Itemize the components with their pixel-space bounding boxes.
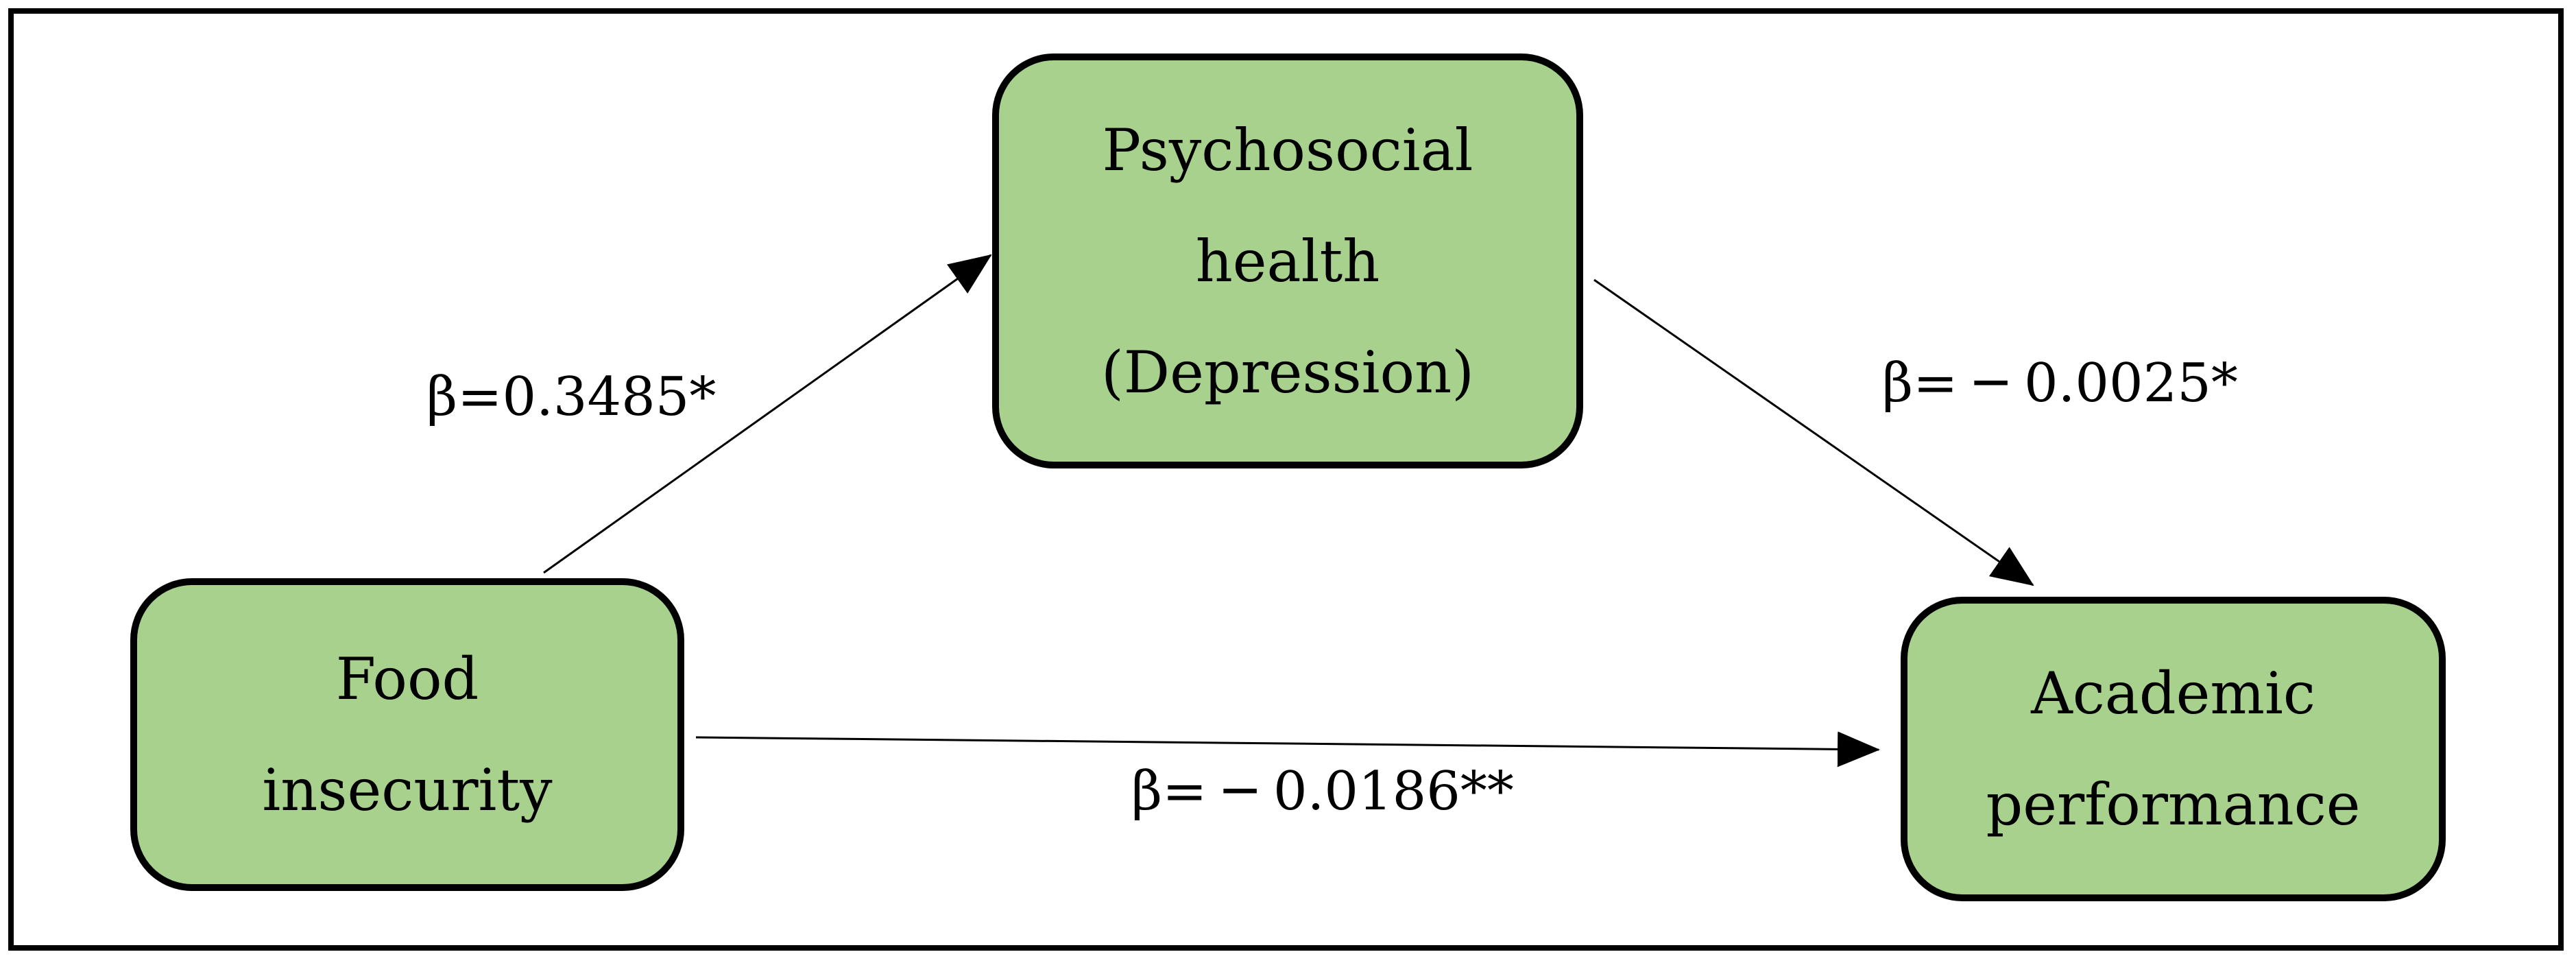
arrow-psychosocial-to-academic bbox=[1593, 278, 2034, 586]
psychosocial-line1: Psychosocial bbox=[1102, 116, 1473, 184]
beta-food-to-academic: β= ─ 0.0186** bbox=[1131, 761, 1514, 822]
academic-line2: performance bbox=[1986, 771, 2361, 838]
academic-performance-node: Academic performance bbox=[1901, 597, 2446, 901]
psychosocial-line3: (Depression) bbox=[1101, 338, 1474, 406]
beta-psychosocial-to-academic: β= ─ 0.0025* bbox=[1882, 353, 2238, 414]
arrow-food-to-academic bbox=[695, 731, 1880, 768]
food-line1: Food bbox=[335, 645, 479, 713]
academic-line1: Academic bbox=[2031, 660, 2315, 727]
arrow-food-to-psychosocial bbox=[543, 254, 992, 574]
food-line2: insecurity bbox=[262, 757, 553, 824]
psychosocial-line2: health bbox=[1195, 227, 1380, 295]
psychosocial-health-node: Psychosocial health (Depression) bbox=[992, 54, 1583, 468]
figure-frame bbox=[8, 8, 2564, 951]
beta-food-to-psychosocial: β=0.3485* bbox=[426, 366, 717, 428]
food-insecurity-node: Food insecurity bbox=[130, 578, 684, 891]
